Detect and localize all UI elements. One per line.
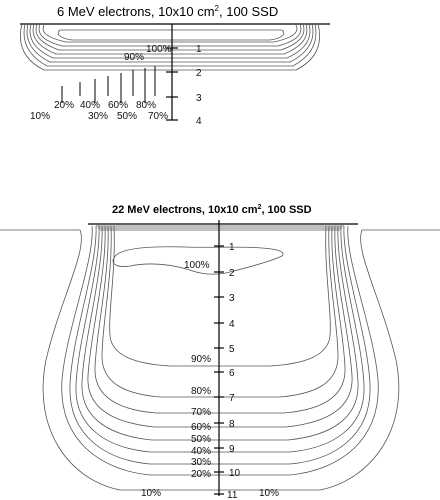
panel-6mev: 6 MeV electrons, 10x10 cm2, 100 SSD 1 2 … — [19, 4, 330, 127]
label-leaders-6mev — [61, 66, 156, 103]
depth-label-6mev: 3 — [196, 93, 202, 104]
isodose-label-70: 70% — [148, 111, 168, 122]
isodose-label-70: 70% — [191, 407, 211, 418]
isodose-label-90: 90% — [124, 52, 144, 63]
depth-label-22mev: 5 — [229, 344, 235, 355]
depth-label-6mev: 2 — [196, 68, 202, 79]
isodose-label-100: 100% — [184, 260, 210, 271]
isodose-label-10-left: 10% — [141, 488, 161, 499]
isodose-label-20: 20% — [191, 469, 211, 480]
isodose-label-10: 10% — [30, 111, 50, 122]
depth-label-22mev: 2 — [229, 268, 235, 279]
depth-label-22mev: 9 — [229, 444, 235, 455]
isodose-label-50: 50% — [117, 111, 137, 122]
depth-label-22mev: 7 — [229, 393, 235, 404]
isodose-label-50: 50% — [191, 434, 211, 445]
panel-22mev-title: 22 MeV electrons, 10x10 cm2, 100 SSD — [112, 204, 312, 216]
isodose-label-100: 100% — [146, 44, 172, 55]
isodose-curves-22mev — [0, 225, 440, 491]
isodose-label-40: 40% — [191, 446, 211, 457]
depth-label-22mev: 10 — [229, 468, 241, 479]
isodose-label-60: 60% — [108, 100, 128, 111]
isodose-label-80: 80% — [136, 100, 156, 111]
panel-22mev: 22 MeV electrons, 10x10 cm2, 100 SSD — [0, 204, 440, 500]
isodose-label-40: 40% — [80, 100, 100, 111]
isodose-label-30: 30% — [191, 457, 211, 468]
depth-label-22mev: 3 — [229, 293, 235, 304]
depth-label-22mev: 8 — [229, 419, 235, 430]
depth-label-22mev: 1 — [229, 242, 235, 253]
depth-label-6mev: 4 — [196, 116, 202, 127]
depth-label-22mev: 6 — [229, 368, 235, 379]
depth-ticks-22mev — [214, 245, 224, 495]
isodose-label-90: 90% — [191, 354, 211, 365]
isodose-label-80: 80% — [191, 386, 211, 397]
isodose-curves-6mev — [19, 23, 321, 71]
depth-label-22mev: 4 — [229, 319, 235, 330]
depth-label-6mev: 1 — [196, 44, 202, 55]
isodose-label-10-right: 10% — [259, 488, 279, 499]
isodose-label-20: 20% — [54, 100, 74, 111]
isodose-label-30: 30% — [88, 111, 108, 122]
isodose-label-60: 60% — [191, 422, 211, 433]
panel-6mev-title: 6 MeV electrons, 10x10 cm2, 100 SSD — [57, 4, 278, 19]
depth-label-22mev: 11 — [227, 490, 238, 500]
